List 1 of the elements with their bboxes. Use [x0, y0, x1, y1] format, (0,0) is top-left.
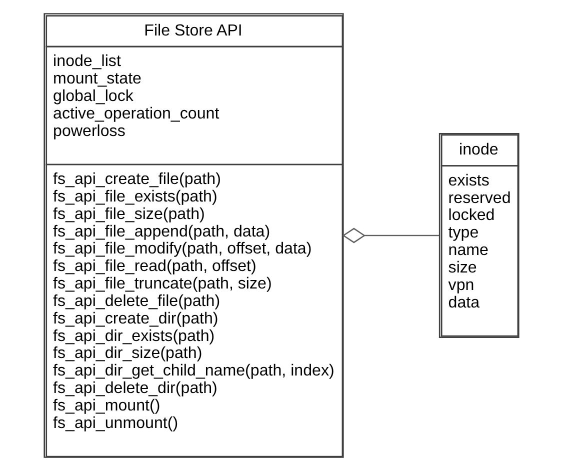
connector	[342, 228, 440, 244]
